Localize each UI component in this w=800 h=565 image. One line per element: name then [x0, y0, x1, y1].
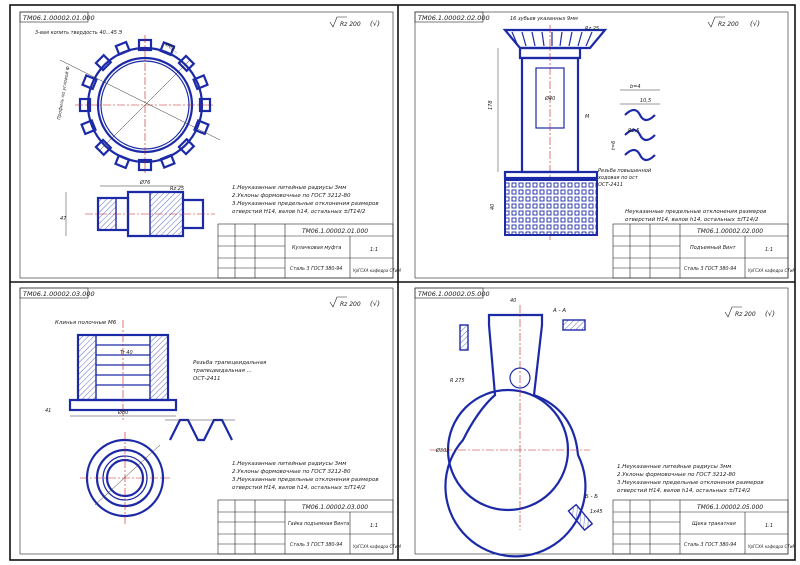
sheet-4-code: ТМ06.1.00002.05.000 — [418, 290, 490, 298]
sheet-4-dim-40: 40 — [510, 298, 516, 304]
sheet-1: ТМ06.1.00002.01.000 Rz 200 (√) 3-вая коп… — [19, 11, 401, 279]
sheet-1-note-3: 3.Неуказанные предельные отклонения разм… — [232, 201, 379, 207]
sheet-2-note-2: отверстий Н14, валов h14, остальных ±IT1… — [625, 217, 759, 223]
svg-text:40: 40 — [490, 204, 496, 210]
sheet-2-thread-note-2: ходовая по ост — [597, 175, 639, 181]
clutch-side-section: Ø76 47 Rz 25 — [60, 179, 215, 238]
svg-text:(√): (√) — [765, 310, 775, 318]
sheet-3-dim-41: 41 — [45, 408, 51, 414]
sheet-3-tb-material: Сталь 3 ГОСТ 380-94 — [290, 542, 342, 548]
sheet-2-tb-org: УрГСХА кафедра СТиМ — [748, 268, 796, 273]
sheet-2-thread-note-3: ОСТ-2411 — [598, 182, 623, 188]
svg-text:178: 178 — [488, 100, 494, 110]
sheet-4-dim-r275: R 275 — [450, 378, 465, 384]
sheet-2-tb-name: Подъемный Винт — [690, 245, 737, 251]
sheet-1-tb-org: УрГСХА кафедра СТиМ — [353, 268, 401, 273]
sheet-3-tb-scale: 1:1 — [370, 523, 378, 529]
clutch-ring-view: Ø62... Профиль по угловой Ф — [56, 35, 221, 175]
sheet-4-tb-name: Щека тракатная — [692, 521, 736, 527]
nut-section: Ø80 41 Tr 40 — [45, 320, 178, 420]
sheet-1-code: ТМ06.1.00002.01.000 — [23, 14, 95, 22]
sheet-2-roughness: Rz 200 — [718, 21, 739, 28]
sheet-2-tb-scale: 1:1 — [765, 247, 773, 253]
sheet-3-dim-d80: Ø80 — [117, 409, 128, 416]
sheet-1-roughness: Rz 200 — [340, 21, 361, 28]
sheet-3: ТМ06.1.00002.03.000 Rz 200 (√) Клинья по… — [19, 287, 401, 555]
sheet-3-thread-note-2: трапецеидальная ... — [193, 368, 252, 374]
sheet-2-tb-material: Сталь 3 ГОСТ 380-94 — [684, 266, 736, 272]
sheet-2-note-1: Неуказанные предельные отклонения размер… — [625, 209, 766, 215]
sheet-1-note-1: 1.Неуказанные литейные радиусы 3мм — [232, 185, 346, 191]
sheet-1-tb-name: Кулачковая муфта — [292, 245, 341, 251]
sheet-4-section-b: Б - Б — [585, 494, 598, 500]
sheet-3-thread-note-3: ОСТ-2411 — [193, 376, 221, 382]
sheet-4-note-2: 2.Уклоны формовочные по ГОСТ 3212-80 — [617, 472, 736, 478]
sheet-4: ТМ06.1.00002.05.000 Rz 200 (√) А - А 40 … — [414, 287, 796, 558]
lift-screw-view: 178 40 Ø40 M Rz 25 — [488, 25, 608, 240]
sheet-3-code: ТМ06.1.00002.03.000 — [23, 290, 95, 298]
svg-text:Ø40: Ø40 — [544, 95, 555, 102]
sheet-4-title-block: ТМ06.1.00002.05.000 Щека тракатная Сталь… — [612, 499, 796, 555]
sheet-2-dim-3: R2,5 — [628, 128, 639, 134]
sheet-2-top-note: 16 зубьев указанных 9мм — [510, 16, 578, 22]
sheet-4-dim-d302: Ø302 — [435, 447, 449, 454]
svg-text:47: 47 — [60, 216, 67, 222]
svg-text:Rz 25: Rz 25 — [170, 186, 184, 192]
sheet-3-tb-code: ТМ06.1.00002.03.000 — [302, 504, 368, 511]
sheet-2-code: ТМ06.1.00002.02.000 — [418, 14, 490, 22]
sheet-4-chamfer: 1х45 — [590, 509, 603, 515]
trapezoid-thread-detail — [169, 418, 233, 442]
svg-text:(√): (√) — [370, 300, 380, 308]
sheet-4-roughness: Rz 200 — [735, 311, 756, 318]
sheet-3-note-1: 1.Неуказанные литейные радиусы 3мм — [232, 461, 346, 467]
sheet-4-note-4: отверстий Н14, валов h14, остальных ±IT1… — [617, 488, 751, 494]
sheet-2-title-block: ТМ06.1.00002.02.000 Подъемный Винт Сталь… — [612, 223, 796, 279]
sheet-3-label: Клинья полочные М6 — [55, 320, 117, 326]
ring-arm-view: R 275 Ø302 Б - Б — [430, 305, 598, 558]
svg-text:(√): (√) — [370, 20, 380, 28]
sheet-1-title-block: ТМ06.1.00002.01.000 Кулачковая муфта Ста… — [217, 223, 401, 279]
svg-text:Ø76: Ø76 — [139, 179, 150, 186]
sheet-3-dim-tr: Tr 40 — [120, 350, 133, 356]
sheet-4-note-3: 3.Неуказанные предельные отклонения разм… — [617, 480, 764, 486]
svg-text:t=6: t=6 — [611, 141, 617, 150]
thread-profile-detail: b=4 10,5 R2,5 t=6 — [611, 84, 660, 162]
svg-text:M: M — [585, 114, 590, 120]
sheet-1-note-2: 2.Уклоны формовочные по ГОСТ 3212-80 — [232, 193, 351, 199]
sheet-2-dim-1: b=4 — [630, 84, 641, 90]
sheet-3-note-2: 2.Уклоны формовочные по ГОСТ 3212-80 — [232, 469, 351, 475]
sheet-1-hardness-note: 3-вая копить твердость 40...45 Э — [35, 30, 123, 36]
sheet-2-thread-note-1: Резьба повышенной — [598, 168, 652, 174]
sheet-4-tb-code: ТМ06.1.00002.05.000 — [697, 504, 763, 511]
sheet-3-note-4: отверстий Н14, валов h14, остальных ±IT1… — [232, 485, 366, 491]
sheet-3-roughness: Rz 200 — [340, 301, 361, 308]
sheet-2-tb-code: ТМ06.1.00002.02.000 — [697, 228, 763, 235]
sheet-2: ТМ06.1.00002.02.000 Rz 200 (√) 16 зубьев… — [414, 11, 796, 279]
svg-text:(√): (√) — [750, 20, 760, 28]
sheet-1-note-4: отверстий Н14, валов h14, остальных ±IT1… — [232, 209, 366, 215]
sheet-4-note-1: 1.Неуказанные литейные радиусы 3мм — [617, 464, 731, 470]
sheet-3-thread-note-1: Резьба трапецеидальная — [193, 360, 267, 366]
sheet-1-tb-scale: 1:1 — [370, 247, 378, 253]
sheet-4-tb-org: УрГСХА кафедра СТиМ — [748, 544, 796, 549]
sheet-1-tb-code: ТМ06.1.00002.01.000 — [302, 228, 368, 235]
chamfer-detail — [567, 503, 594, 532]
sheet-3-note-3: 3.Неуказанные предельные отклонения разм… — [232, 477, 379, 483]
sheet-4-tb-material: Сталь 3 ГОСТ 380-94 — [684, 542, 736, 548]
sheet-4-tb-scale: 1:1 — [765, 523, 773, 529]
svg-text:Профиль по угловой Ф: Профиль по угловой Ф — [56, 66, 71, 120]
svg-text:Rz 25: Rz 25 — [585, 26, 599, 32]
sheet-2-dim-2: 10,5 — [640, 98, 651, 104]
sheet-4-section-a: А - А — [552, 308, 566, 314]
sheet-1-tb-material: Сталь 3 ГОСТ 380-94 — [290, 266, 342, 272]
nut-top-view — [80, 432, 170, 524]
sheet-3-tb-org: УрГСХА кафедра СТиМ — [353, 544, 401, 549]
sheet-3-title-block: ТМ06.1.00002.03.000 Гайка подъемная Винт… — [217, 499, 401, 555]
sheet-3-tb-name: Гайка подъемная Винта — [288, 521, 349, 527]
